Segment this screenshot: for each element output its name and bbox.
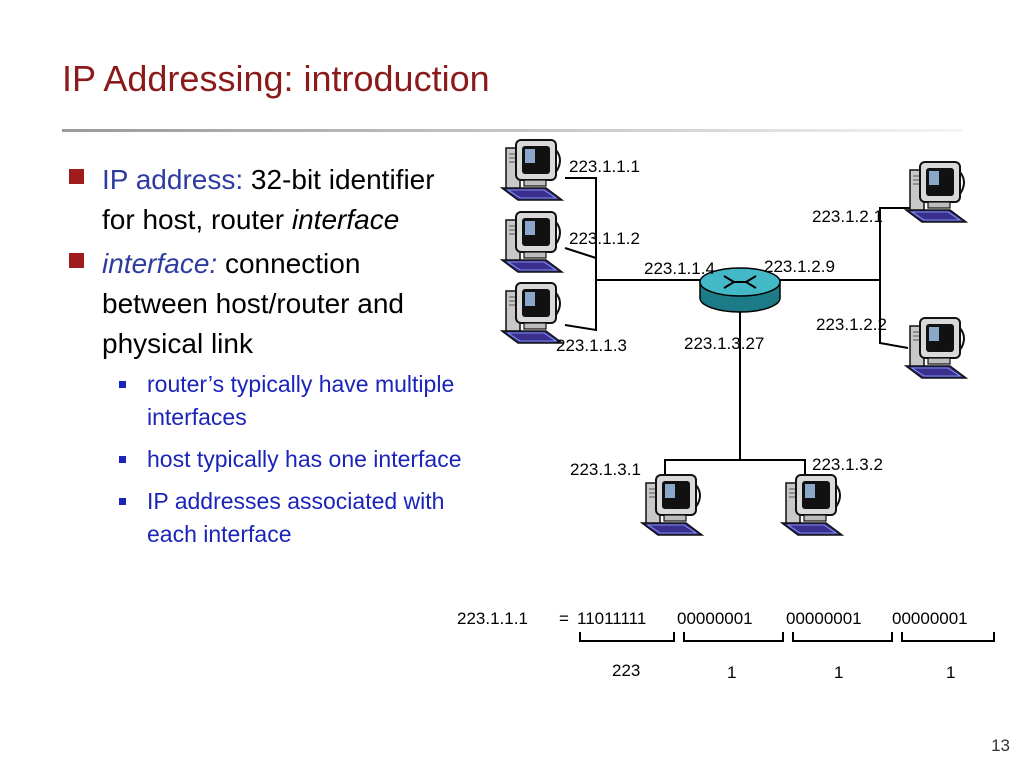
desktop-computer-icon xyxy=(905,161,967,223)
ip-label-host: 223.1.1.2 xyxy=(569,229,640,248)
octet-bracket xyxy=(792,632,893,642)
binary-octet: 00000001 xyxy=(892,609,968,628)
sub-bullet: host typically has one interface xyxy=(102,443,464,476)
small-square-bullet-icon xyxy=(119,456,126,463)
desktop-computer-icon xyxy=(501,282,563,344)
network-links xyxy=(564,177,910,480)
bullet-interface: interface: connection between host/route… xyxy=(64,244,464,551)
ip-label-host: 223.1.3.2 xyxy=(812,455,883,474)
sub-bullet: router’s typically have multiple interfa… xyxy=(102,368,464,434)
term-ip-address: IP address: xyxy=(102,164,244,195)
ip-label-host: 223.1.3.1 xyxy=(570,460,641,479)
sub-bullet-text: router’s typically have multiple interfa… xyxy=(147,371,455,430)
desktop-computer-icon xyxy=(501,211,563,273)
octet-decimal: 1 xyxy=(946,663,955,682)
sub-bullet-list: router’s typically have multiple interfa… xyxy=(102,368,464,551)
ip-label-router: 223.1.3.27 xyxy=(684,334,764,353)
page-number: 13 xyxy=(991,736,1010,755)
desktop-computer-icon xyxy=(905,317,967,379)
octet-bracket xyxy=(901,632,995,642)
term-interface: interface: xyxy=(102,248,218,279)
small-square-bullet-icon xyxy=(119,381,126,388)
square-bullet-icon xyxy=(69,253,84,268)
octet-bracket xyxy=(683,632,784,642)
bullet-ip-address: IP address: 32-bit identifier for host, … xyxy=(64,160,464,240)
desktop-computer-icon xyxy=(501,139,563,201)
sub-bullet-text: IP addresses associated with each interf… xyxy=(147,488,445,547)
ip-label-router: 223.1.1.4 xyxy=(644,259,715,278)
ip-label-host: 223.1.2.2 xyxy=(816,315,887,334)
slide-title: IP Addressing: introduction xyxy=(62,58,490,99)
sub-bullet: IP addresses associated with each interf… xyxy=(102,485,464,551)
link-subnet-1 xyxy=(564,177,597,332)
bullet-emphasis: interface xyxy=(291,204,400,235)
octet-decimal: 223 xyxy=(612,661,640,680)
title-divider xyxy=(62,129,962,132)
binary-address: 223.1.1.1 xyxy=(457,609,528,628)
square-bullet-icon xyxy=(69,169,84,184)
bullet-list: IP address: 32-bit identifier for host, … xyxy=(64,160,464,560)
binary-octet: 00000001 xyxy=(786,609,862,628)
octet-decimal: 1 xyxy=(727,663,736,682)
ip-label-host: 223.1.1.1 xyxy=(569,157,640,176)
bullet-text: 32-bit identifier for host, router xyxy=(102,164,435,235)
link-subnet-3 xyxy=(664,459,806,480)
binary-octet: 00000001 xyxy=(677,609,753,628)
ip-label-host: 223.1.2.1 xyxy=(812,207,883,226)
bullet-text: connection between host/router and physi… xyxy=(102,248,404,359)
small-square-bullet-icon xyxy=(119,498,126,505)
link-subnet-2 xyxy=(879,207,910,349)
desktop-computer-icon xyxy=(781,474,843,536)
desktop-computer-icon xyxy=(641,474,703,536)
octet-decimal: 1 xyxy=(834,663,843,682)
octet-bracket xyxy=(579,632,675,642)
binary-representation: 223.1.1.1 = 11011111 00000001 00000001 0… xyxy=(457,609,995,682)
router-icon xyxy=(699,267,781,313)
ip-label-router: 223.1.2.9 xyxy=(764,257,835,276)
binary-equals: = xyxy=(559,609,569,628)
ip-label-host: 223.1.1.3 xyxy=(556,336,627,355)
sub-bullet-text: host typically has one interface xyxy=(147,446,462,472)
binary-octet: 11011111 xyxy=(577,609,646,628)
link-host-2 xyxy=(564,247,597,259)
